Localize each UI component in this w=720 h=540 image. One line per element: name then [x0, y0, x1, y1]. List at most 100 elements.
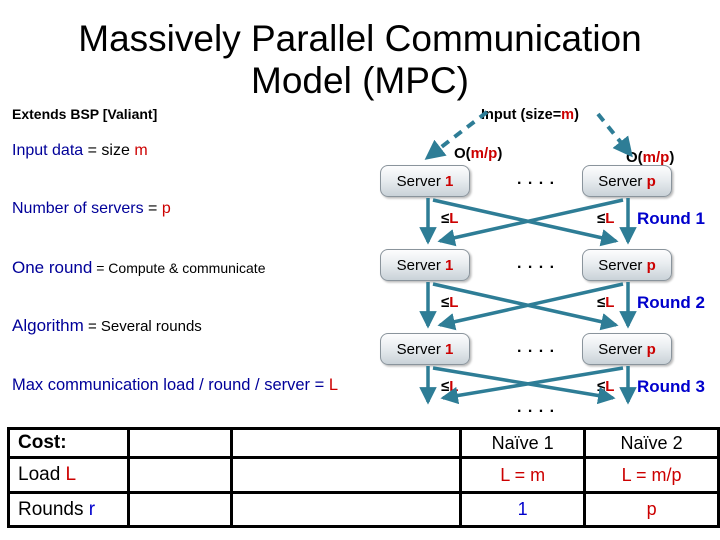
- rounds-row-label: Rounds r: [6, 491, 131, 528]
- bullet-algorithm-lead: Algorithm: [12, 316, 84, 335]
- round1-arrow-cross-lr: [432, 198, 619, 247]
- bullet-num-servers-lead: Number of servers: [12, 200, 144, 217]
- load-var: L: [605, 378, 615, 395]
- bullet-max-load-lead: Max communication load / round / server …: [12, 376, 329, 394]
- input-size-label-post: ): [574, 107, 579, 123]
- bullet-num-servers: Number of servers = p: [12, 200, 171, 218]
- bullet-max-load: Max communication load / round / server …: [12, 376, 338, 395]
- slide-title: Massively Parallel Communication Model (…: [0, 18, 720, 102]
- leq-sign: ≤: [597, 294, 606, 311]
- slide-title-line1: Massively Parallel Communication: [78, 18, 642, 59]
- cost-table: Cost: Naïve 1 Naïve 2 Load L L = m L = m…: [6, 427, 720, 528]
- server-box-label: Server: [598, 256, 647, 274]
- load-bound-right-round2: ≤L: [597, 294, 614, 311]
- cost-header-cell: Cost:: [6, 427, 131, 459]
- server-row3-ellipsis: . . . .: [516, 339, 556, 356]
- input-size-label-pre: Input (size=: [481, 107, 562, 123]
- load-bound-left-round2: ≤L: [441, 294, 458, 311]
- naive2-rounds-cell: p: [583, 491, 720, 528]
- load-var: L: [605, 294, 615, 311]
- leq-sign: ≤: [597, 210, 606, 227]
- naive1-rounds-cell: 1: [459, 491, 587, 528]
- continuation-ellipsis: . . . .: [516, 399, 556, 416]
- load-row-label: Load L: [6, 456, 131, 494]
- round1-arrow-cross-rl: [437, 198, 624, 247]
- load-row-label-var: L: [65, 464, 77, 485]
- server-box-1-round2: Server 1: [380, 249, 470, 281]
- server-box-p-round3: Server p: [582, 333, 672, 365]
- server-box-p-round1: Server p: [582, 165, 672, 197]
- server-row2-ellipsis: . . . .: [516, 255, 556, 272]
- server-box-p-round2: Server p: [582, 249, 672, 281]
- leq-sign: ≤: [441, 294, 450, 311]
- bullet-algorithm: Algorithm = Several rounds: [12, 316, 202, 336]
- round2-arrow-cross-lr: [432, 282, 619, 331]
- empty-cell: [127, 427, 233, 459]
- naive2-header-cell: Naïve 2: [583, 427, 720, 459]
- bullet-one-round: One round = Compute & communicate: [12, 258, 265, 278]
- bullet-one-round-lead: One round: [12, 258, 93, 277]
- load-bound-left-round3: ≤L: [441, 378, 458, 395]
- leq-sign: ≤: [597, 378, 606, 395]
- load-var: L: [605, 210, 615, 227]
- table-row: Load L L = m L = m/p: [6, 456, 720, 494]
- round3-arrow-cross-lr: [432, 366, 616, 405]
- server-box-1-round1: Server 1: [380, 165, 470, 197]
- leq-sign: ≤: [441, 378, 450, 395]
- input-size-label: Input (size=m): [481, 107, 579, 123]
- server-row1-ellipsis: . . . .: [516, 171, 556, 188]
- partition-size-left-post: ): [497, 145, 503, 162]
- round3-arrow-cross-rl: [440, 366, 624, 405]
- bullet-max-load-var: L: [328, 376, 339, 394]
- server-box-index: p: [646, 340, 656, 358]
- load-bound-right-round1: ≤L: [597, 210, 614, 227]
- empty-cell: [229, 456, 463, 494]
- load-bound-right-round3: ≤L: [597, 378, 614, 395]
- input-size-label-var: m: [561, 107, 575, 123]
- load-var: L: [449, 294, 459, 311]
- round1-label: Round 1: [637, 209, 705, 228]
- rounds-row-label-var: r: [88, 498, 96, 520]
- empty-cell: [229, 427, 463, 459]
- empty-cell: [229, 491, 463, 528]
- partition-size-right-var: m/p: [642, 149, 670, 166]
- bullet-input-data-lead: Input data: [12, 142, 84, 159]
- bullet-input-data-mid: = size: [83, 142, 135, 159]
- server-box-index: 1: [445, 172, 454, 190]
- empty-cell: [127, 456, 233, 494]
- partition-size-right-pre: O(: [626, 149, 643, 166]
- partition-size-label-right: O(m/p): [626, 149, 674, 166]
- bullet-algorithm-mid: = Several rounds: [83, 318, 202, 335]
- partition-size-left-var: m/p: [470, 145, 498, 162]
- table-row: Rounds r 1 p: [6, 491, 720, 528]
- round2-label: Round 2: [637, 293, 705, 312]
- bullet-num-servers-mid: =: [143, 200, 162, 217]
- load-var: L: [449, 210, 459, 227]
- table-row: Cost: Naïve 1 Naïve 2: [6, 427, 720, 459]
- server-box-label: Server: [598, 172, 647, 190]
- server-box-label: Server: [598, 340, 647, 358]
- load-row-label-text: Load: [18, 464, 66, 485]
- server-box-label: Server: [396, 256, 445, 274]
- load-bound-left-round1: ≤L: [441, 210, 458, 227]
- bullet-input-data-var: m: [134, 142, 148, 159]
- bullet-input-data: Input data = size m: [12, 142, 148, 160]
- leq-sign: ≤: [441, 210, 450, 227]
- server-box-1-round3: Server 1: [380, 333, 470, 365]
- round3-label: Round 3: [637, 377, 705, 396]
- partition-size-right-post: ): [669, 149, 675, 166]
- naive2-load-cell: L = m/p: [583, 456, 720, 494]
- server-box-label: Server: [396, 340, 445, 358]
- server-box-index: 1: [445, 256, 454, 274]
- server-box-index: p: [646, 172, 656, 190]
- load-var: L: [449, 378, 459, 395]
- server-box-index: 1: [445, 340, 454, 358]
- partition-size-left-pre: O(: [454, 145, 471, 162]
- naive1-header-cell: Naïve 1: [459, 427, 587, 459]
- naive1-load-cell: L = m: [459, 456, 587, 494]
- rounds-row-label-text: Rounds: [18, 498, 89, 520]
- empty-cell: [127, 491, 233, 528]
- extends-bsp-note: Extends BSP [Valiant]: [12, 106, 158, 122]
- bullet-num-servers-var: p: [161, 200, 171, 217]
- server-box-index: p: [646, 256, 656, 274]
